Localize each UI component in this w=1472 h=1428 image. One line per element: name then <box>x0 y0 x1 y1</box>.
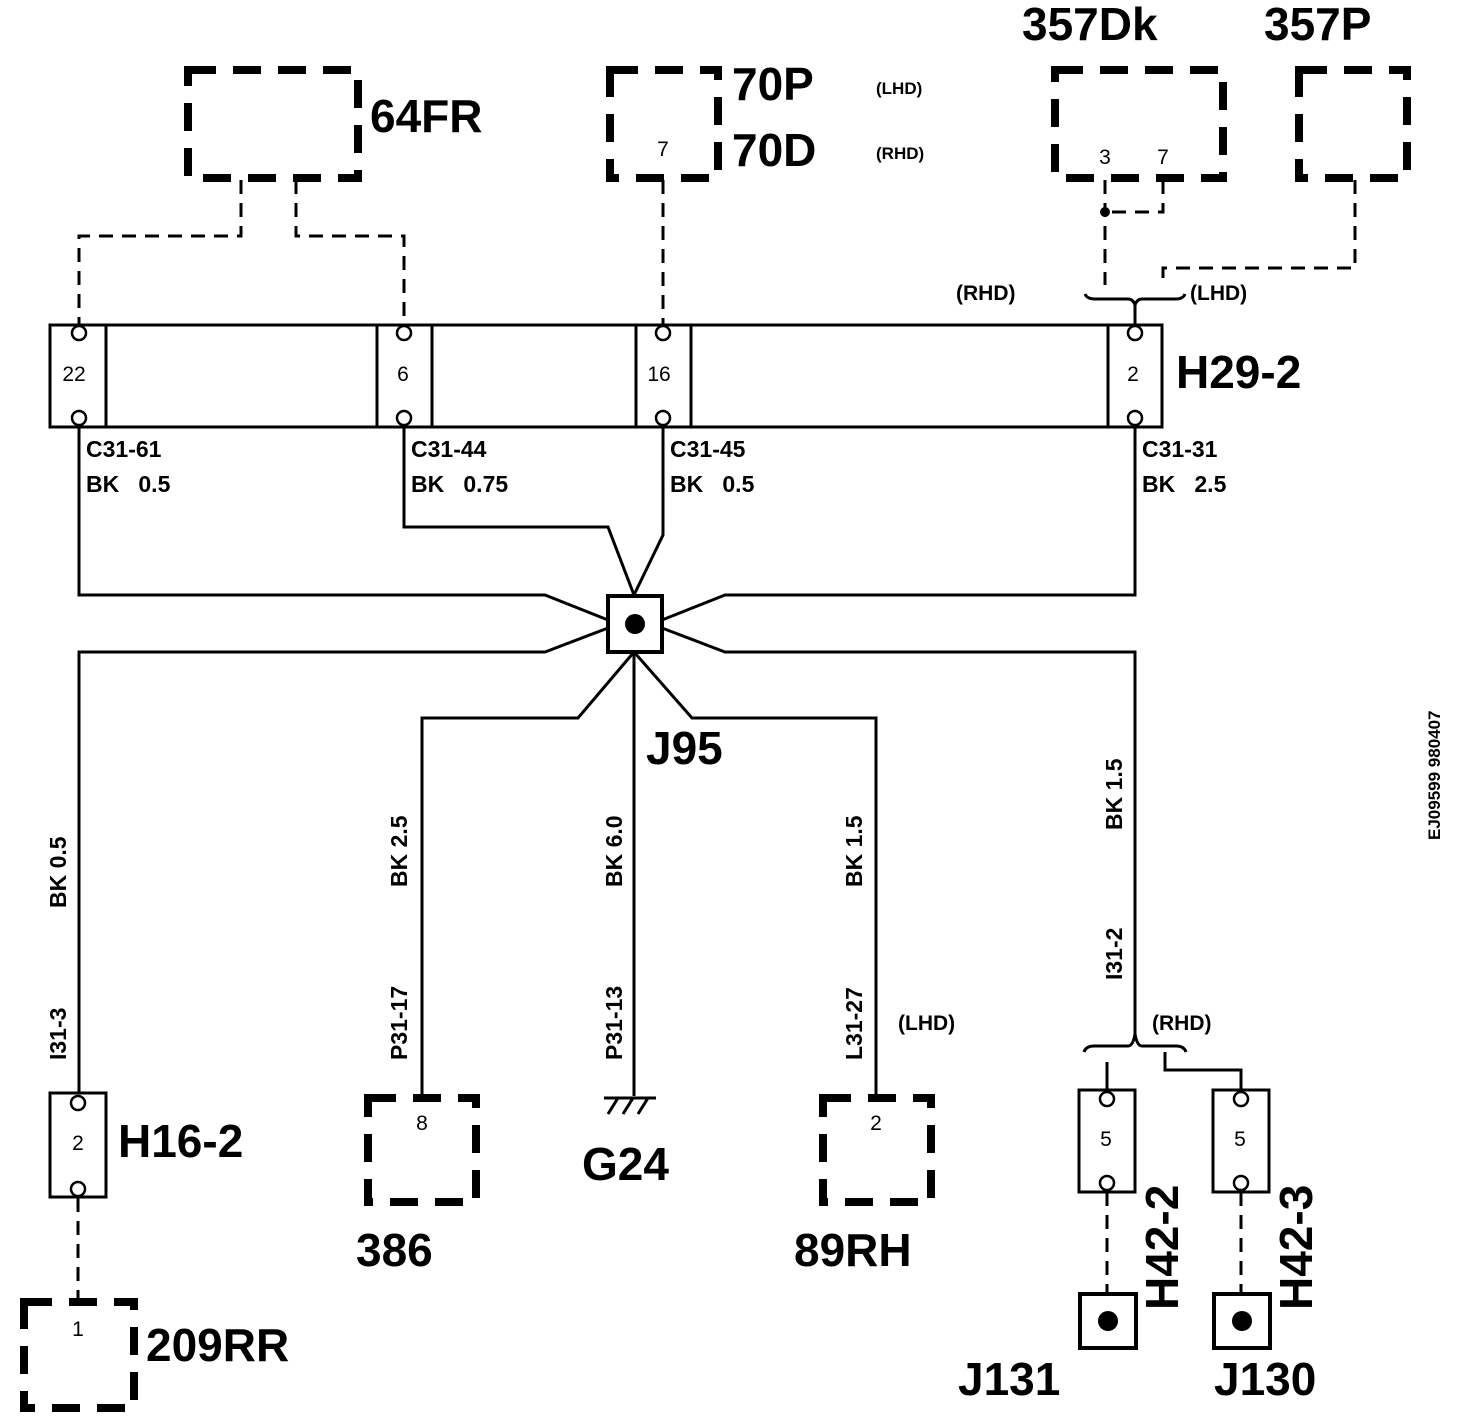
note-rhd-top: (RHD) <box>956 282 1015 305</box>
wire-c31-61-id: C31-61 <box>86 436 162 462</box>
component-70d-note: (RHD) <box>876 144 924 163</box>
connector-h42-2-label: H42-2 <box>1136 1185 1188 1310</box>
component-64fr-label: 64FR <box>370 90 482 142</box>
h42-2-pin: 5 <box>1100 1128 1112 1151</box>
component-357dk-pin-b: 7 <box>1157 146 1169 169</box>
h42-3-pin: 5 <box>1234 1128 1246 1151</box>
h29-pin-22: 22 <box>62 363 85 386</box>
wire-l31-27-spec: BK 1.5 <box>841 815 867 887</box>
component-209rr-box <box>20 1298 138 1412</box>
jumper-dot <box>1100 207 1110 217</box>
wire-c31-45-spec: BK 0.5 <box>670 471 755 497</box>
wire-i31-2-id: I31-2 <box>1101 928 1127 980</box>
component-357p-box <box>1295 66 1411 182</box>
component-357p-label: 357P <box>1264 0 1371 50</box>
component-70d-label: 70D <box>732 124 816 176</box>
option-brace-top <box>1083 293 1187 310</box>
h29-pin-16: 16 <box>647 363 670 386</box>
component-386-label: 386 <box>356 1224 433 1276</box>
connector-h29-2-label: H29-2 <box>1176 346 1301 398</box>
wire-c31-31-id: C31-31 <box>1142 436 1218 462</box>
wire-p31-17 <box>420 651 636 1096</box>
component-357dk-box <box>1051 66 1227 182</box>
wire-p31-17-spec: BK 2.5 <box>386 815 412 887</box>
note-lhd-top: (LHD) <box>1190 282 1247 305</box>
component-209rr-pin: 1 <box>72 1318 84 1341</box>
wire-c31-31 <box>661 426 1137 622</box>
note-rhd-h42: (RHD) <box>1152 1012 1211 1035</box>
diagram-id: EJ09599 980407 <box>1425 710 1444 840</box>
component-64fr-box <box>184 66 362 182</box>
component-386-box <box>364 1094 480 1206</box>
wire-p31-13-id: P31-13 <box>601 986 627 1060</box>
splice-j131 <box>1078 1292 1138 1350</box>
wire-brace-to-h42-3 <box>1163 1052 1243 1092</box>
wire-i31-2-spec: BK 1.5 <box>1101 758 1127 830</box>
wire-357p <box>1161 180 1357 285</box>
wire-357dk-pin7-jumper <box>1105 180 1165 214</box>
wire-c31-45-id: C31-45 <box>670 436 746 462</box>
ground-g24-label: G24 <box>582 1138 669 1190</box>
ground-icon <box>604 1096 656 1115</box>
h29-pin-2: 2 <box>1127 363 1139 386</box>
wire-c31-44-id: C31-44 <box>411 436 487 462</box>
wire-c31-31-spec: BK 2.5 <box>1142 471 1227 497</box>
component-89rh-pin: 2 <box>870 1112 882 1135</box>
component-70p-note: (LHD) <box>876 79 922 98</box>
wire-l31-27 <box>632 651 878 1096</box>
h29-pin-6: 6 <box>397 363 409 386</box>
connector-h29-2 <box>48 323 1164 429</box>
wire-c31-44 <box>402 426 636 596</box>
wire-i31-2 <box>661 626 1137 1034</box>
note-lhd-89rh: (LHD) <box>898 1012 955 1035</box>
component-386-pin: 8 <box>416 1112 428 1135</box>
wire-p31-17-id: P31-17 <box>386 986 412 1060</box>
component-70-pin: 7 <box>657 138 669 161</box>
wire-c31-44-spec: BK 0.75 <box>411 471 508 497</box>
component-357dk-pin-a: 3 <box>1099 146 1111 169</box>
component-70-box <box>606 66 722 182</box>
h16-pin: 2 <box>72 1132 84 1155</box>
splice-j95-label: J95 <box>646 722 723 774</box>
wire-l31-27-id: L31-27 <box>841 987 867 1060</box>
connector-h42-3-label: H42-3 <box>1270 1185 1322 1310</box>
wire-i31-3 <box>77 626 609 1092</box>
component-357dk-label: 357Dk <box>1022 0 1158 50</box>
wire-c31-61-spec: BK 0.5 <box>86 471 171 497</box>
wire-64fr-to-pin22 <box>77 180 243 326</box>
component-89rh-box <box>819 1094 935 1206</box>
wire-64fr-to-pin6 <box>294 180 406 326</box>
splice-j131-label: J131 <box>958 1353 1060 1405</box>
wire-i31-3-spec: BK 0.5 <box>45 836 71 908</box>
wire-c31-61 <box>77 426 609 622</box>
option-brace-bottom <box>1082 1033 1188 1053</box>
splice-j130-label: J130 <box>1214 1353 1316 1405</box>
wire-p31-13-spec: BK 6.0 <box>601 815 627 887</box>
component-89rh-label: 89RH <box>794 1224 912 1276</box>
component-209rr-label: 209RR <box>146 1319 289 1371</box>
component-70p-label: 70P <box>732 58 814 110</box>
connector-h16-2-label: H16-2 <box>118 1115 243 1167</box>
wire-i31-3-id: I31-3 <box>45 1008 71 1060</box>
wire-c31-45 <box>632 426 665 596</box>
